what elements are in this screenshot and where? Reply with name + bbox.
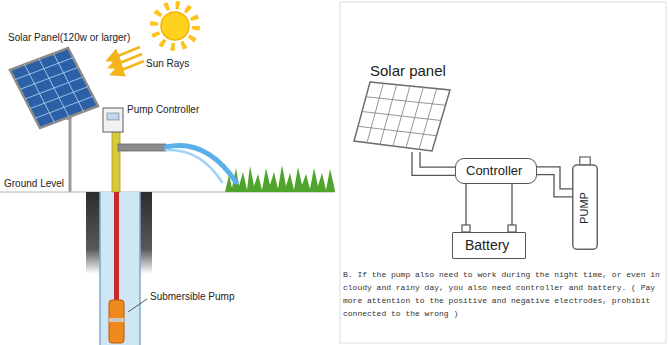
solar-panel-node: Solar panel <box>352 62 454 152</box>
solar-panel-icon <box>352 80 452 152</box>
node-label: Controller <box>466 163 526 179</box>
part-label: Sun Rays <box>146 58 189 70</box>
battery-terminals <box>452 224 526 232</box>
battery-terminal <box>462 225 470 232</box>
panel-grid <box>366 97 446 106</box>
part-label: Solar Panel(120w or larger) <box>8 32 130 44</box>
wire-connector <box>412 152 455 175</box>
water-jet <box>166 150 222 182</box>
solar-panel <box>10 48 98 128</box>
controller-display <box>107 113 119 120</box>
panel-outline <box>354 82 450 151</box>
panel-grid <box>362 112 441 121</box>
pump-body <box>573 165 598 249</box>
pump-cap <box>580 157 590 165</box>
riser-pipe <box>112 132 120 192</box>
drop-pipe <box>114 192 119 302</box>
part-label: Ground Level <box>4 178 64 190</box>
outlet-pipe <box>118 144 166 151</box>
casing-line <box>99 192 101 345</box>
controller-box <box>103 108 123 132</box>
wire-connector <box>466 184 512 232</box>
part-label: Pump Controller <box>127 104 199 116</box>
node-label: PUMP <box>578 192 591 224</box>
sun-rays-ring <box>154 5 196 47</box>
panel-grid <box>15 54 93 123</box>
wire-connector <box>537 167 572 197</box>
leader-line <box>128 299 147 312</box>
sun <box>161 12 189 40</box>
panel-grid <box>358 126 437 136</box>
ray-arrow <box>112 61 144 74</box>
grass <box>225 165 335 192</box>
panel-heading: Solar panel <box>352 62 454 80</box>
note-text: B. If the pump also need to work during … <box>343 268 666 320</box>
node-label: Battery <box>465 237 513 254</box>
battery-box: Battery <box>452 232 526 259</box>
casing-line <box>139 192 141 345</box>
controller-box: Controller <box>455 158 537 184</box>
battery-terminal <box>508 225 516 232</box>
part-label: Submersible Pump <box>150 291 234 303</box>
pump-cylinder: PUMP <box>572 165 598 250</box>
picture-frame <box>340 2 666 343</box>
submersible-pump <box>109 300 124 343</box>
water-jet <box>166 145 236 182</box>
borehole <box>100 192 140 345</box>
pump-band <box>109 318 124 322</box>
